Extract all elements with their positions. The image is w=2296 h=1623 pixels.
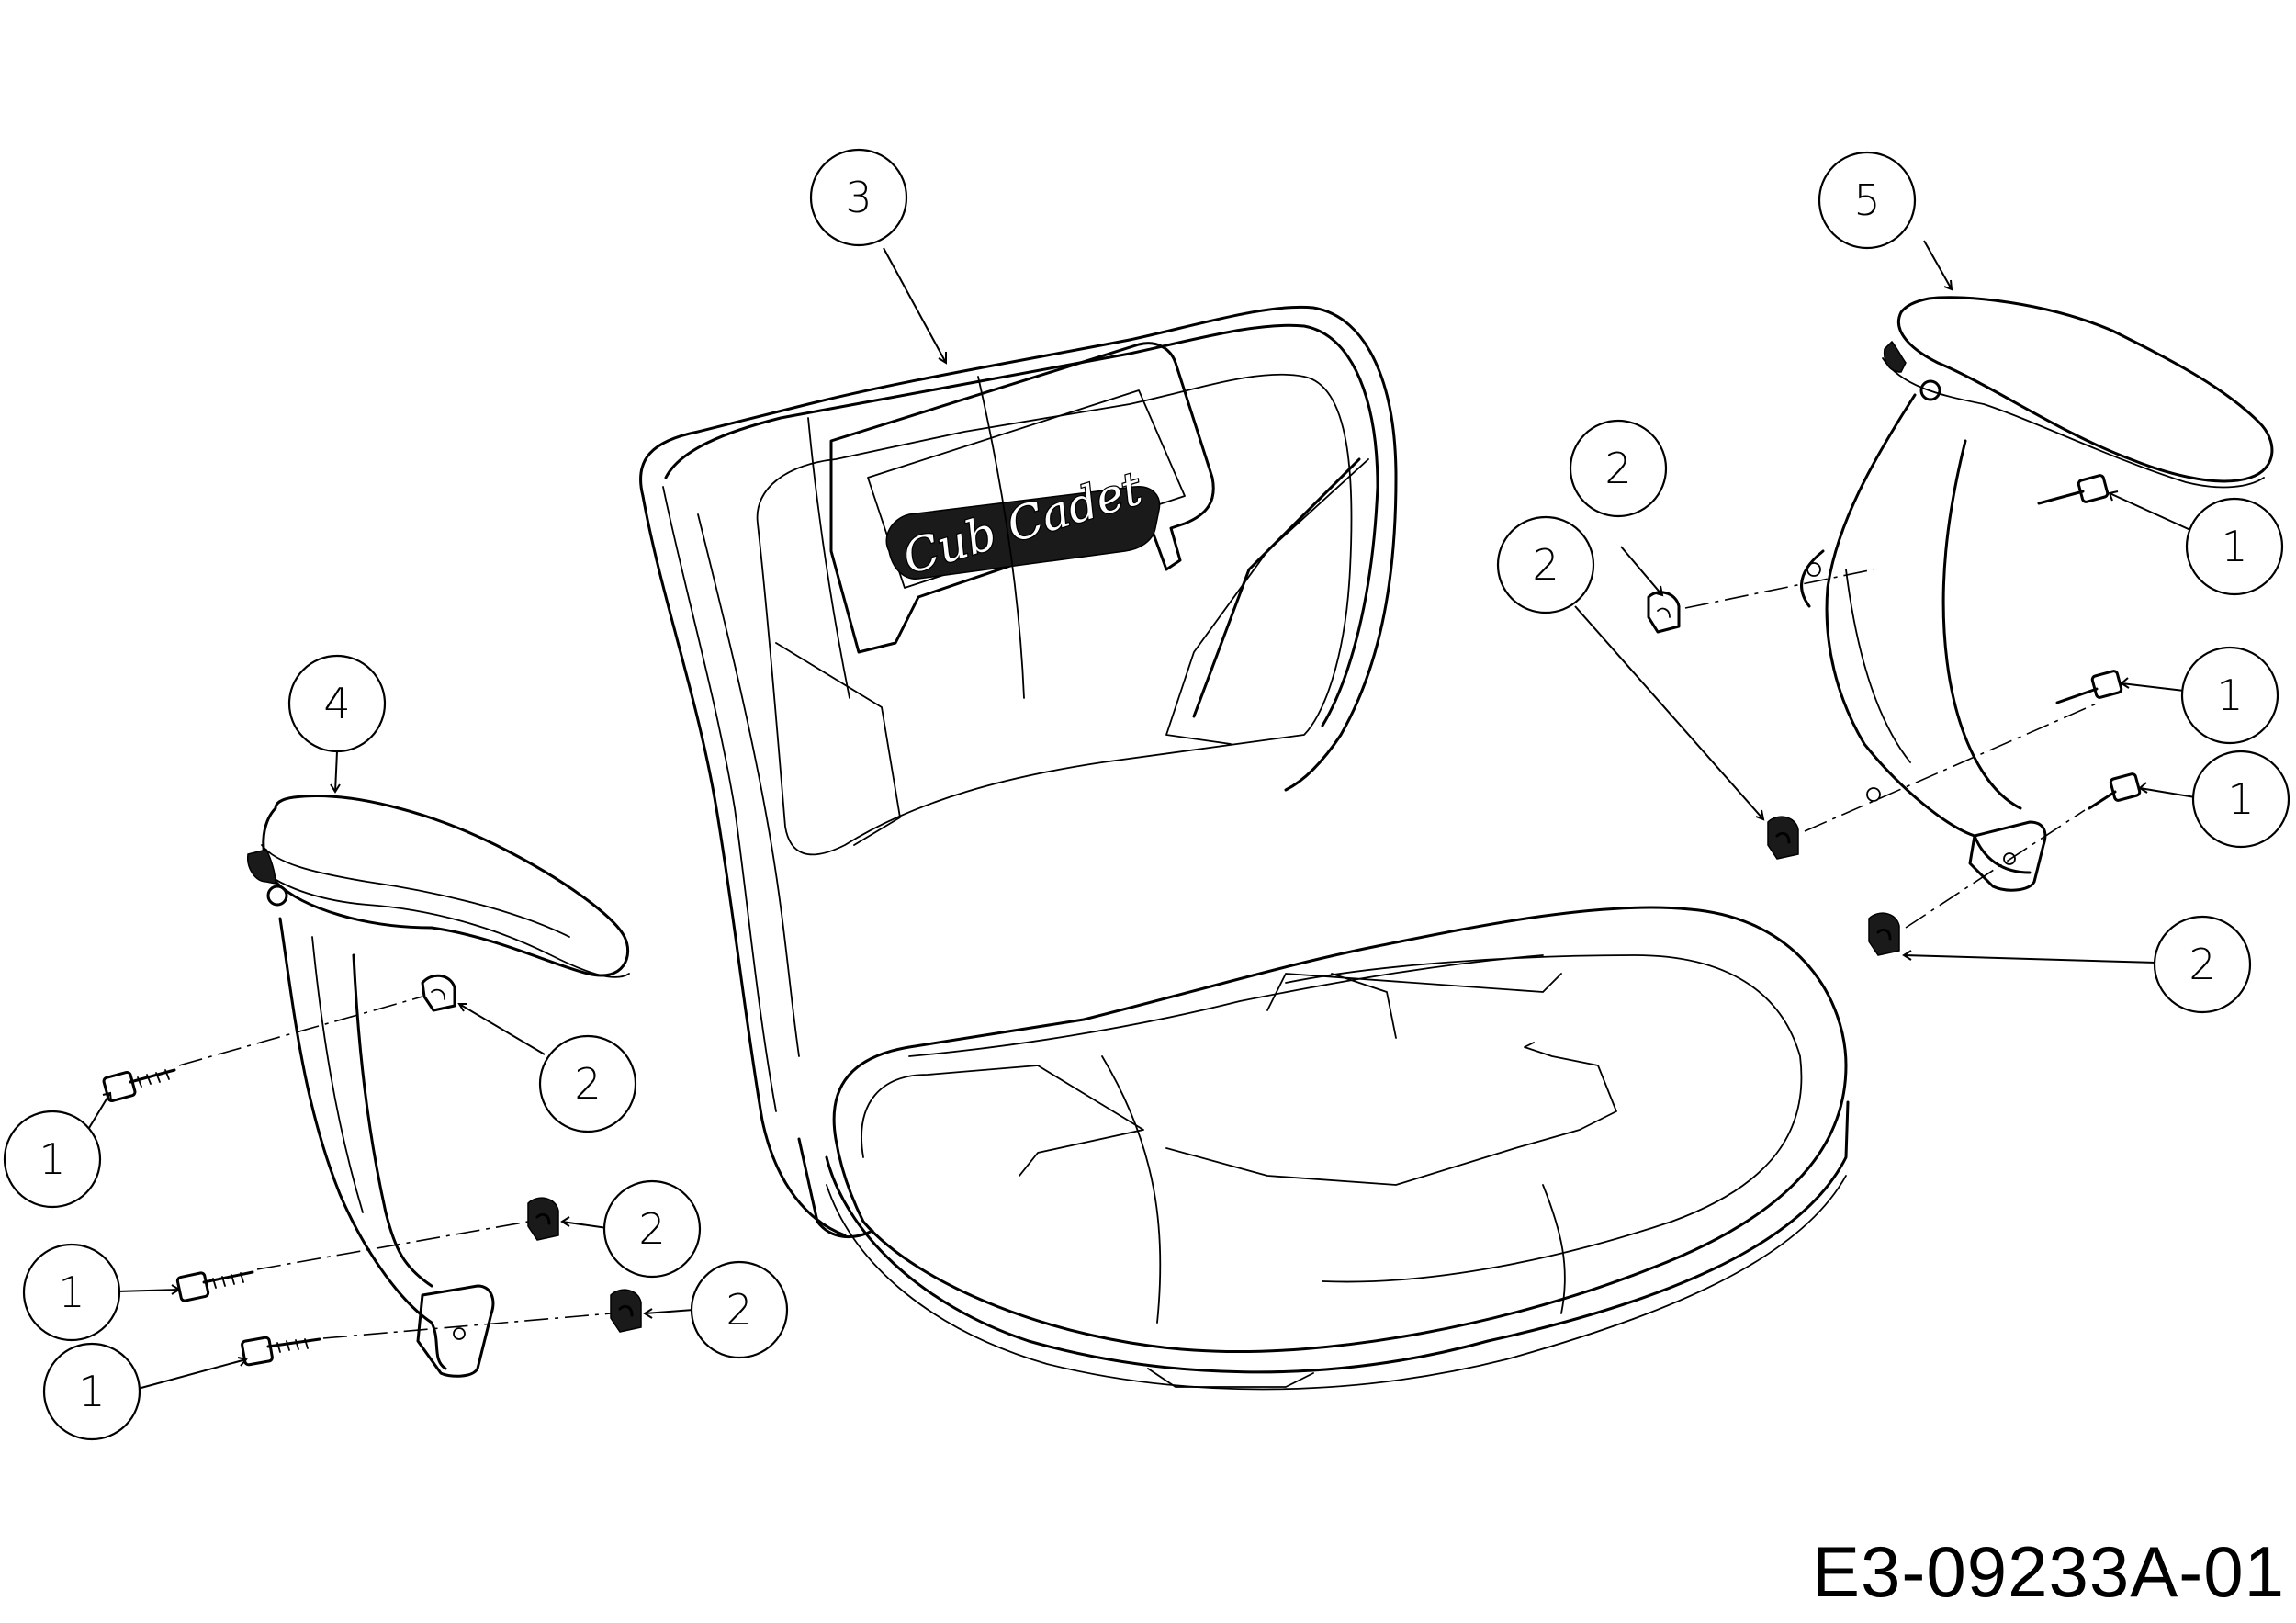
callout-2-label: 2 (574, 1059, 601, 1109)
callout-1-label: 1 (2227, 774, 2254, 824)
assembly-center-lines (178, 569, 2099, 1339)
callout-2-label: 2 (1604, 444, 1631, 493)
bolt-right-3 (2088, 772, 2142, 810)
callout-5: 5 (1818, 151, 1917, 250)
bolts-and-nuts (102, 474, 2142, 1367)
bolt-left-2 (175, 1270, 254, 1302)
callout-3-label: 3 (845, 173, 872, 222)
callout-5-label: 5 (1853, 175, 1880, 225)
callout-2-nut-left-middle: 2 (602, 1179, 702, 1279)
callout-1-bolt-left-2: 1 (22, 1243, 121, 1342)
callout-4-label: 4 (323, 679, 350, 728)
callout-1-label: 1 (58, 1268, 84, 1317)
left-armrest (247, 795, 630, 1378)
nut-left-middle (527, 1197, 559, 1241)
cub-cadet-logo: Cub Cadet (897, 461, 1149, 584)
nut-right-middle (1767, 816, 1799, 860)
callout-1-label: 1 (39, 1134, 65, 1184)
callout-1-bolt-right-3: 1 (2191, 750, 2290, 849)
callout-1-bolt-left-3: 1 (42, 1342, 141, 1441)
nut-right-upper (1647, 591, 1681, 634)
callout-1-bolt-right-1: 1 (2185, 497, 2284, 596)
leader-lines (88, 240, 2196, 1390)
callout-1-bolt-left-1: 1 (3, 1110, 102, 1209)
bolt-left-3 (241, 1336, 321, 1367)
drawing-number: E3-09233A-01 (1811, 1531, 2285, 1612)
callout-1-label: 1 (78, 1367, 105, 1416)
callout-2-label: 2 (1532, 540, 1559, 590)
right-armrest (1800, 296, 2274, 892)
callout-1-bolt-right-2: 1 (2180, 646, 2279, 745)
bolt-right-2 (2055, 670, 2123, 704)
bolt-right-1 (2037, 474, 2110, 505)
callout-2-label: 2 (638, 1204, 665, 1254)
callout-3: 3 (809, 148, 908, 247)
callout-4: 4 (287, 654, 387, 753)
callout-1-label: 1 (2216, 671, 2243, 720)
bolt-left-1 (102, 1068, 176, 1103)
callout-2-nut-right-lower: 2 (2153, 915, 2252, 1014)
nut-left-lower (610, 1289, 642, 1333)
callout-2-nut-left-upper: 2 (538, 1034, 637, 1133)
callout-2-label: 2 (2189, 940, 2215, 989)
callout-2-nut-right-upper: 2 (1569, 419, 1668, 518)
callout-2-nut-right-middle: 2 (1496, 515, 1595, 614)
callout-1-label: 1 (2221, 522, 2247, 571)
nut-right-lower (1868, 912, 1900, 956)
callout-2-label: 2 (726, 1285, 752, 1335)
nut-left-upper (421, 974, 456, 1012)
callout-2-nut-left-lower: 2 (690, 1260, 789, 1359)
